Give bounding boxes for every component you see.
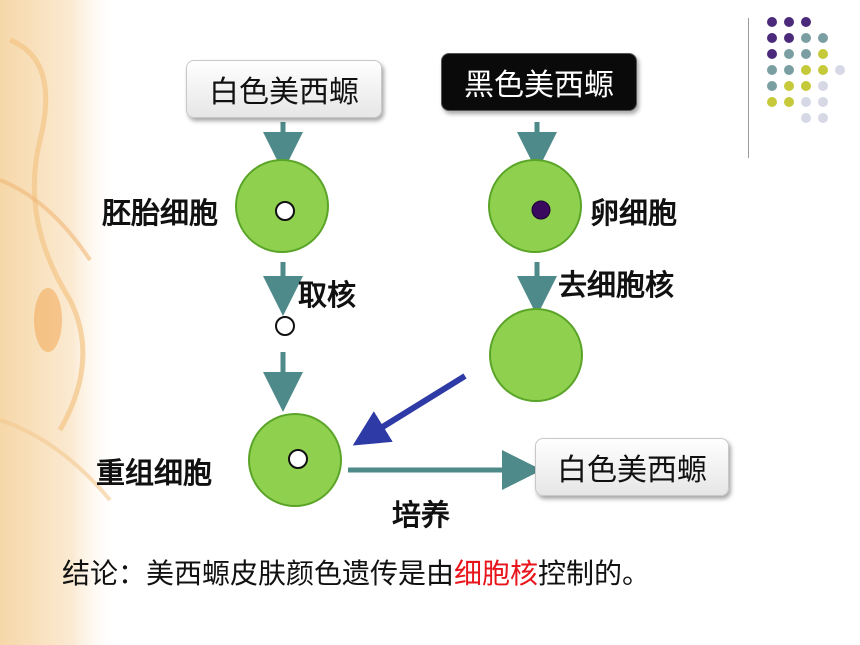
recombinant-cell-nucleus xyxy=(288,449,308,469)
decorative-dot-grid xyxy=(767,17,845,123)
result-white-axolotl-label: 白色美西螈 xyxy=(557,453,707,488)
white-axolotl-label: 白色美西螈 xyxy=(209,75,359,110)
conclusion-part2: 由 xyxy=(426,557,455,590)
black-axolotl-box: 黑色美西螈 xyxy=(441,53,637,111)
label-embryo-cell: 胚胎细胞 xyxy=(102,196,219,230)
label-egg-cell: 卵细胞 xyxy=(590,196,678,230)
background-decoration xyxy=(0,0,120,645)
conclusion-part3: 控制的。 xyxy=(538,557,651,590)
embryo-cell-nucleus xyxy=(275,201,295,221)
conclusion-text: 结论：美西螈皮肤颜色遗传是由细胞核控制的。 xyxy=(62,552,650,592)
white-axolotl-box: 白色美西螈 xyxy=(186,60,382,118)
label-culture: 培养 xyxy=(392,498,451,532)
result-white-axolotl-box: 白色美西螈 xyxy=(535,438,729,496)
black-axolotl-label: 黑色美西螈 xyxy=(464,68,614,103)
conclusion-part1: 结论：美西螈皮肤颜色遗传是 xyxy=(62,557,427,590)
conclusion-highlight: 细胞核 xyxy=(454,557,539,590)
extracted-nucleus xyxy=(275,316,295,336)
egg-cell-nucleus xyxy=(531,200,551,220)
divider-line xyxy=(748,18,749,158)
arrow-enucleated-to-recombinant xyxy=(352,373,467,446)
label-remove-nucleus: 去细胞核 xyxy=(558,268,675,302)
label-recombinant-cell: 重组细胞 xyxy=(96,456,213,490)
enucleated-egg-cell xyxy=(489,308,583,402)
label-take-nucleus: 取核 xyxy=(298,278,357,312)
